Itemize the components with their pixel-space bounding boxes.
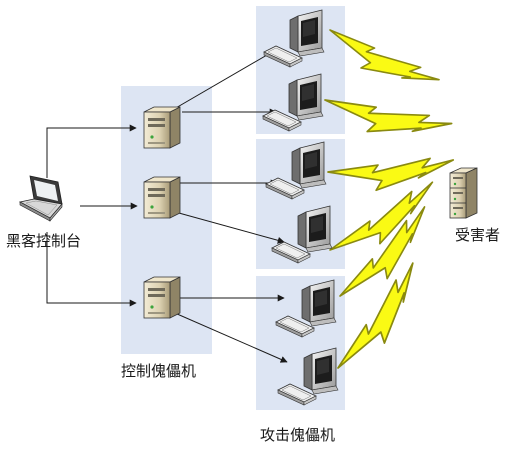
hacker-console-label: 黑客控制台: [6, 232, 82, 250]
arrow-control1-to-attack1: [161, 47, 280, 117]
arrow-hacker-to-control-1: [46, 124, 137, 178]
lightning-bolt-icon: [325, 139, 455, 203]
server-stack-icon: [449, 167, 478, 219]
server-tower-icon: [143, 276, 181, 319]
hacker-to-control-arrows: [46, 124, 138, 307]
arrow-control2-to-attack4: [167, 209, 285, 244]
control-to-attack-arrows: [161, 47, 288, 363]
arrow-control3-to-attack6: [167, 309, 288, 363]
laptop-icon: [18, 175, 63, 222]
server-tower-icon: [143, 106, 181, 149]
victim-label: 受害者: [455, 226, 501, 244]
server-tower-icon: [143, 176, 181, 219]
arrow-hacker-to-control-3: [46, 232, 137, 307]
control-bots-label: 控制傀儡机: [121, 362, 197, 380]
attack-bots-label: 攻击傀儡机: [260, 426, 336, 444]
